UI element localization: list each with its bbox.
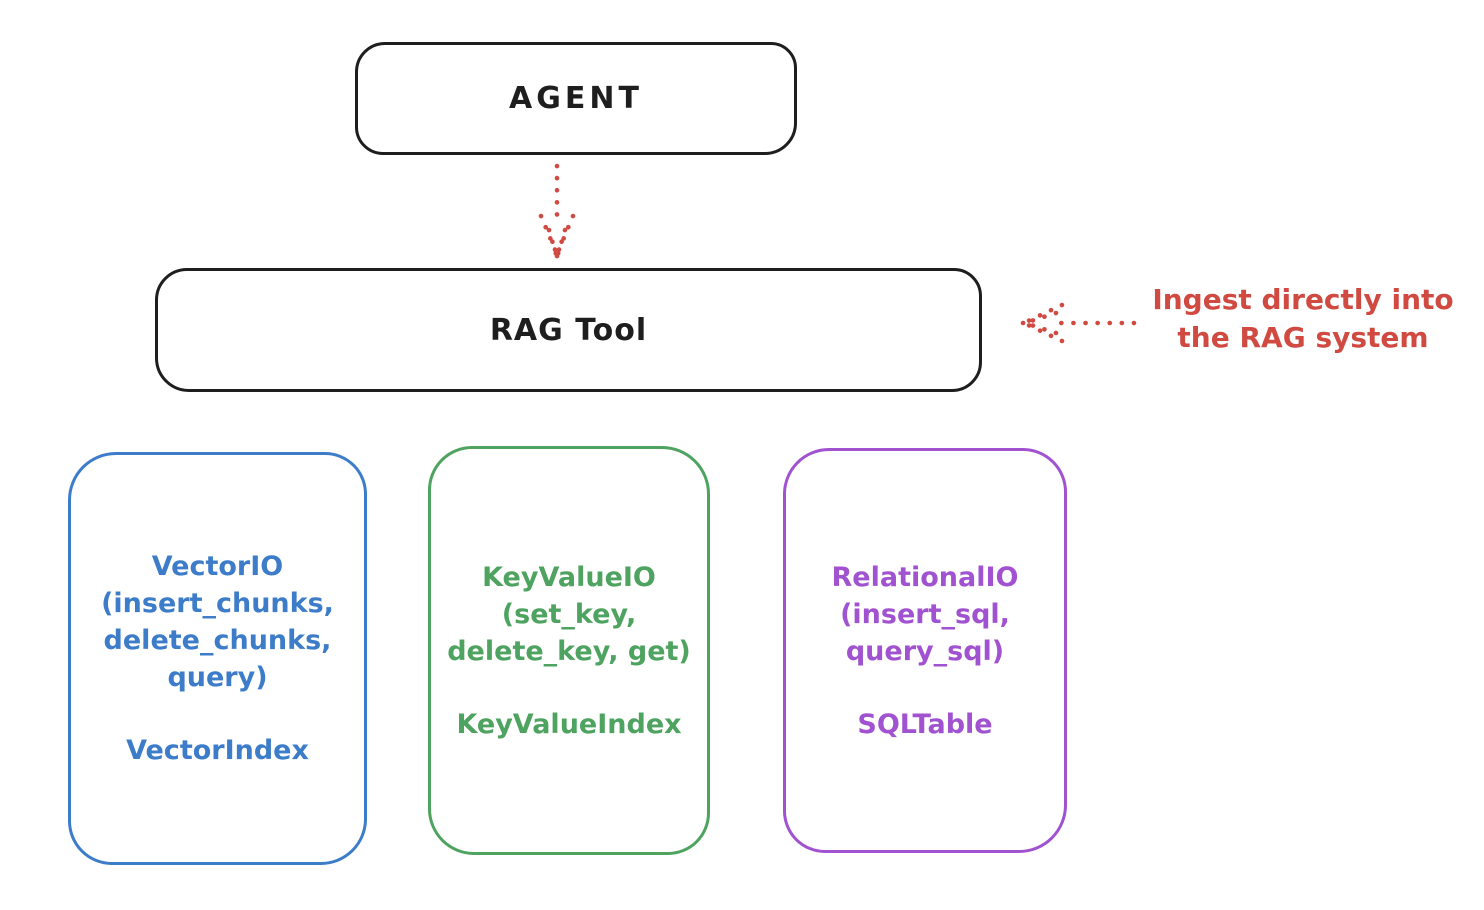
vector-index-label: VectorIndex xyxy=(126,735,309,766)
vector-io-line: (insert_chunks, xyxy=(101,588,334,619)
relational-io-box: RelationalIO (insert_sql, query_sql) SQL… xyxy=(783,448,1067,853)
keyvalue-io-line: KeyValueIO xyxy=(482,561,656,593)
keyvalue-index-label: KeyValueIndex xyxy=(456,708,682,740)
relational-io-line: query_sql) xyxy=(845,635,1005,667)
ingest-annotation-line2: the RAG system xyxy=(1177,321,1429,354)
agent-label: AGENT xyxy=(509,81,643,116)
ingest-annotation-text: Ingest directly into the RAG system xyxy=(1128,281,1478,357)
keyvalue-io-box: KeyValueIO (set_key, delete_key, get) Ke… xyxy=(428,446,710,855)
vector-io-line: VectorIO xyxy=(151,551,284,582)
rag-tool-label: RAG Tool xyxy=(489,312,648,348)
relational-io-line: (insert_sql, xyxy=(840,598,1010,630)
agent-box: AGENT xyxy=(355,42,797,155)
rag-tool-box: RAG Tool xyxy=(155,268,982,392)
agent-to-ragtool-arrow xyxy=(538,163,576,259)
vector-io-line: delete_chunks, xyxy=(103,625,332,656)
keyvalue-io-line: delete_key, get) xyxy=(447,635,691,667)
vector-io-box: VectorIO (insert_chunks, delete_chunks, … xyxy=(68,452,367,865)
relational-io-line: RelationalIO xyxy=(831,561,1019,593)
keyvalue-io-line: (set_key, xyxy=(501,598,637,630)
ingest-annotation-line1: Ingest directly into xyxy=(1152,283,1454,316)
vector-io-line: query) xyxy=(167,662,268,693)
ingest-annotation-arrow xyxy=(1020,302,1137,344)
sqltable-label: SQLTable xyxy=(857,708,993,740)
